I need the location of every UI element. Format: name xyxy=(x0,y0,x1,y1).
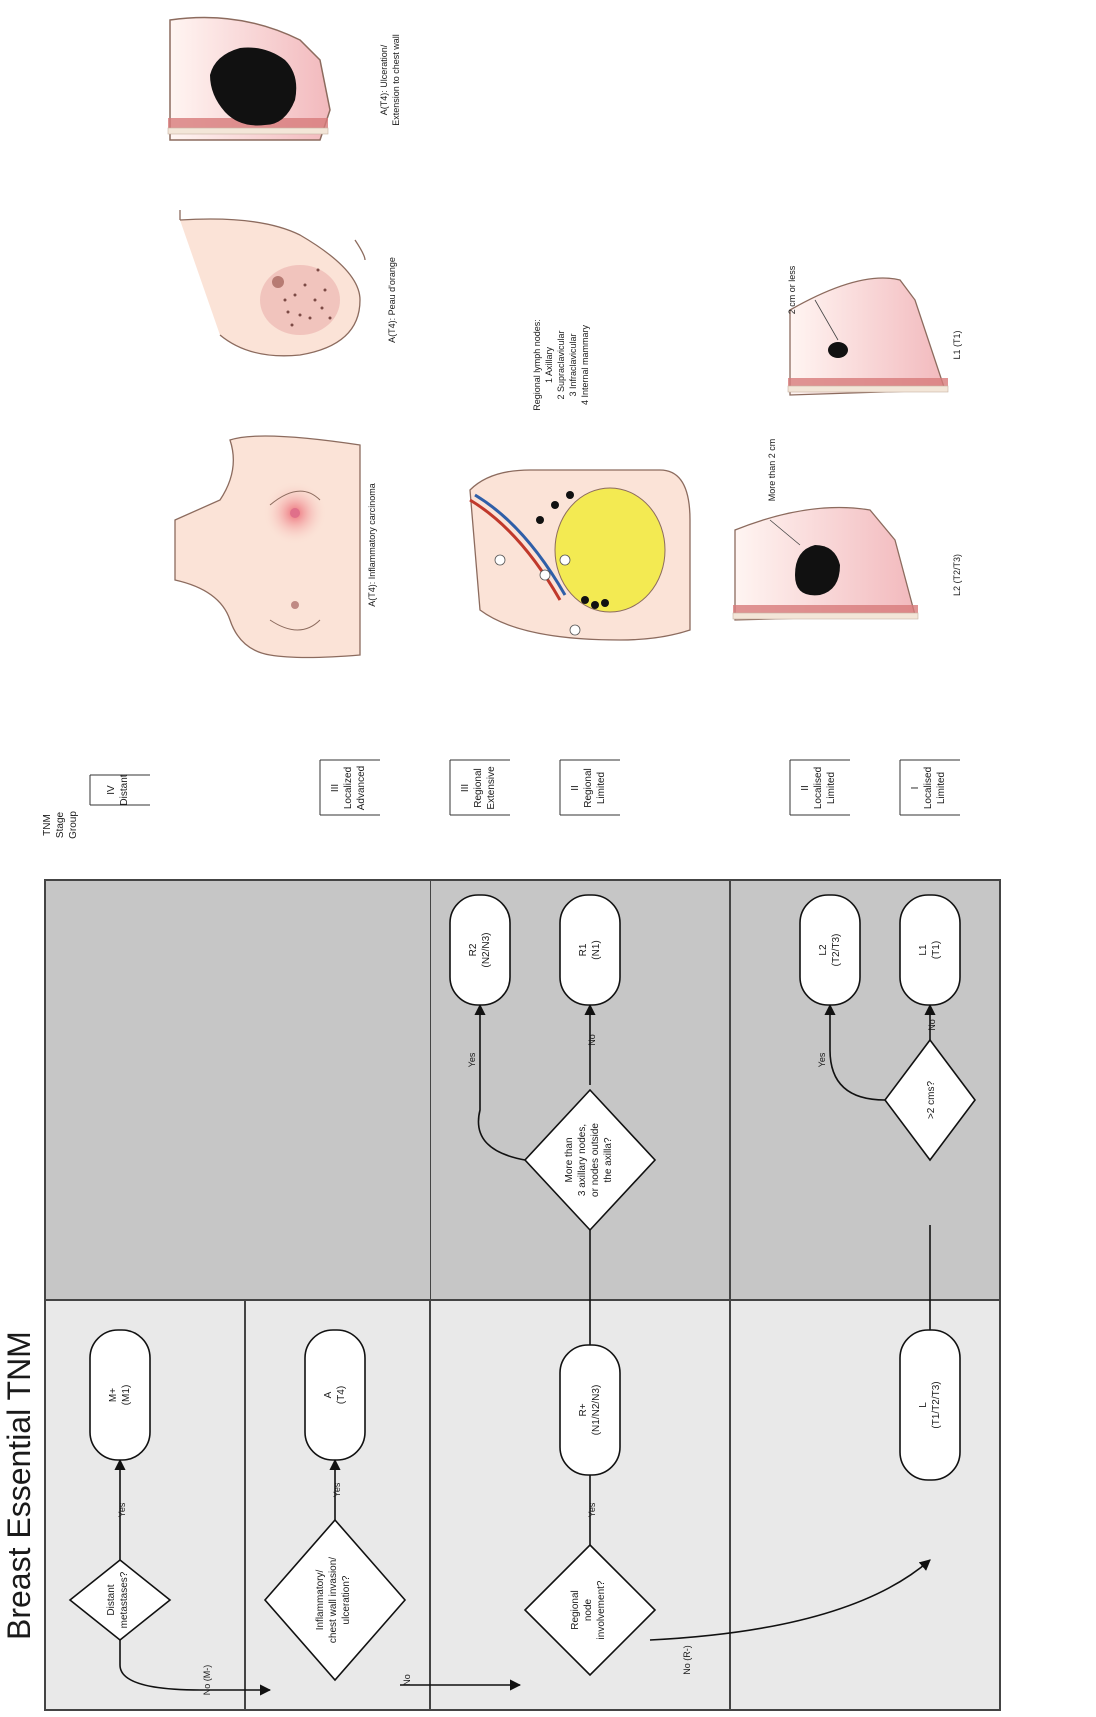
l1-sub: (T1) xyxy=(931,941,942,959)
r2-label: R2 xyxy=(468,943,479,956)
l-sub: (T1/T2/T3) xyxy=(931,1381,942,1428)
l1-box xyxy=(900,895,960,1005)
r2-sub: (N2/N3) xyxy=(481,932,492,967)
edge-yes-distant: Yes xyxy=(117,1502,127,1517)
a-sub: (T4) xyxy=(336,1386,347,1404)
band-dark-upper xyxy=(45,880,430,1300)
m-plus-sub: (M1) xyxy=(121,1385,132,1406)
peau-illustration: A(T4): Peau d'orange xyxy=(180,210,397,356)
l2-illustration: More than 2 cm L2 (T2/T3) xyxy=(733,439,962,620)
r-plus-box xyxy=(560,1345,620,1475)
stage-iii-local-1: Localized xyxy=(343,767,354,809)
flowchart: Distant metastases? M+ (M1) Inflammatory… xyxy=(45,880,1000,1710)
axilla-question-4: the axilla? xyxy=(603,1137,614,1182)
edge-yes-axilla: Yes xyxy=(467,1052,477,1067)
stage-i-2: Limited xyxy=(936,772,947,804)
r1-sub: (N1) xyxy=(591,940,602,959)
stage-iii-reg-2: Extensive xyxy=(486,766,497,810)
m-plus-label: M+ xyxy=(108,1388,119,1402)
stage-header-2: Stage xyxy=(55,811,66,838)
a-box xyxy=(305,1330,365,1460)
lymph-caption-title: Regional lymph nodes: xyxy=(532,319,542,411)
m-plus-box xyxy=(90,1330,150,1460)
size-question: >2 cms? xyxy=(926,1081,937,1120)
stage-iii-reg-1: Regional xyxy=(473,768,484,807)
axilla-question-3: or nodes outside xyxy=(590,1123,601,1197)
r1-label: R1 xyxy=(578,943,589,956)
lymph-caption-2: 2 Supraclavicular xyxy=(556,330,566,399)
stage-ii-reg-num: II xyxy=(570,785,581,791)
inflammatory-illustration: A(T4): Inflammatory carcinoma xyxy=(175,436,377,658)
edge-yes-regional: Yes xyxy=(587,1502,597,1517)
peau-caption: A(T4): Peau d'orange xyxy=(387,257,397,343)
stage-ii-reg-2: Limited xyxy=(596,772,607,804)
stage-iii-local-num: III xyxy=(330,784,341,792)
stage-i-1: Localised xyxy=(923,767,934,809)
inflam-question-3: ulceration? xyxy=(341,1575,352,1624)
stage-header-1: TNM xyxy=(42,814,53,836)
inflam-question-1: Inflammatory/ xyxy=(315,1569,326,1630)
diagram-title: Breast Essential TNM xyxy=(1,1331,37,1640)
l2-box xyxy=(800,895,860,1005)
edge-no-inflam: No xyxy=(402,1674,412,1686)
stage-ii-reg-1: Regional xyxy=(583,768,594,807)
lymph-caption-3: 3 Infraclavicular xyxy=(568,333,578,396)
inflam-question-2: chest wall invasion/ xyxy=(328,1557,339,1643)
distant-question-1: Distant xyxy=(106,1584,117,1615)
regional-question-2: node xyxy=(583,1598,594,1621)
edge-yes-inflam: Yes xyxy=(332,1482,342,1497)
distant-question-2: metastases? xyxy=(119,1571,130,1628)
edge-yes-size: Yes xyxy=(817,1052,827,1067)
edge-no-m: No (M-) xyxy=(202,1665,212,1696)
stage-iv-label: Distant xyxy=(119,774,130,805)
l2-label: L2 xyxy=(818,944,829,956)
axilla-question-1: More than xyxy=(564,1137,575,1182)
axilla-question-2: 3 axillary nodes, xyxy=(577,1124,588,1196)
stage-group-column: TNM Stage Group IV Distant III Localized… xyxy=(42,760,960,839)
stage-iv-num: IV xyxy=(106,785,117,795)
lymph-node-illustration: Regional lymph nodes: 1 Axillary 2 Supra… xyxy=(470,319,690,640)
edge-no-r: No (R-) xyxy=(682,1645,692,1675)
r1-box xyxy=(560,895,620,1005)
regional-question-3: involvement? xyxy=(596,1580,607,1639)
l2-sub: (T2/T3) xyxy=(831,934,842,967)
inflammatory-caption: A(T4): Inflammatory carcinoma xyxy=(367,483,377,607)
l2-caption: L2 (T2/T3) xyxy=(952,554,962,596)
stage-iii-reg-num: III xyxy=(460,784,471,792)
more-than-2-caption: More than 2 cm xyxy=(767,439,777,502)
stage-iii-local-2: Advanced xyxy=(356,766,367,810)
ulceration-illustration: A(T4): Ulceration/ Extension to chest wa… xyxy=(168,18,401,141)
two-or-less-caption: 2 cm or less xyxy=(787,265,797,314)
lymph-caption-4: 4 Internal mammary xyxy=(580,324,590,405)
stage-ii-local-2: Limited xyxy=(826,772,837,804)
ulceration-caption-1: A(T4): Ulceration/ xyxy=(379,44,389,115)
l1-caption: L1 (T1) xyxy=(952,330,962,359)
l-box xyxy=(900,1330,960,1480)
l1-illustration: 2 cm or less L1 (T1) xyxy=(787,265,962,395)
r-plus-sub: (N1/N2/N3) xyxy=(591,1385,602,1436)
edge-no-size: No xyxy=(927,1019,937,1031)
stage-header-3: Group xyxy=(68,811,79,839)
a-label: A xyxy=(323,1391,334,1398)
lymph-caption-1: 1 Axillary xyxy=(544,346,554,383)
l-label: L xyxy=(918,1402,929,1408)
l1-label: L1 xyxy=(918,944,929,956)
edge-no-axilla: No xyxy=(587,1034,597,1046)
regional-question-1: Regional xyxy=(570,1590,581,1629)
ulceration-caption-2: Extension to chest wall xyxy=(391,34,401,126)
r-plus-label: R+ xyxy=(578,1403,589,1416)
stage-ii-local-num: II xyxy=(800,785,811,791)
r2-box xyxy=(450,895,510,1005)
stage-ii-local-1: Localised xyxy=(813,767,824,809)
stage-i-num: I xyxy=(910,787,921,790)
